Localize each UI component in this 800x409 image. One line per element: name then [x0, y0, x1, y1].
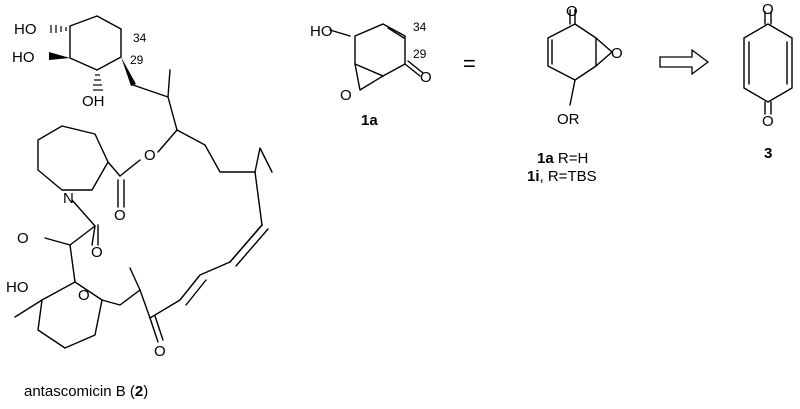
locant-29: 29: [130, 53, 144, 67]
equals-sign: =: [463, 51, 476, 76]
compound-number: 2: [135, 383, 143, 400]
atom-label-o: O: [762, 1, 774, 18]
compound-label-3: 3: [764, 145, 772, 162]
atom-label-o: O: [78, 287, 90, 304]
compound-label-1a: 1a: [361, 112, 378, 129]
atom-label-ho: HO: [14, 21, 37, 38]
atom-label-o: O: [17, 230, 29, 247]
hashed-bond: [50, 25, 67, 33]
compound-number-1i: 1i: [527, 168, 540, 185]
compound-label-1i-rtbs: 1i, R=TBS: [527, 168, 597, 185]
atom-label-o: O: [340, 87, 352, 104]
atom-label-ho: HO: [6, 279, 29, 296]
atom-label-or: OR: [557, 111, 580, 128]
locant-34: 34: [413, 20, 427, 34]
locant-29: 29: [413, 47, 427, 61]
compound-3-structure: [743, 11, 793, 115]
atom-label-ho: HO: [310, 23, 333, 40]
wedge-bond: [49, 52, 70, 60]
atom-label-o: O: [91, 244, 103, 261]
retrosynthesis-arrow: [659, 48, 710, 76]
locant-34: 34: [133, 31, 147, 45]
compound-1a-structure: [329, 23, 424, 91]
atom-label-o: O: [420, 69, 432, 86]
antascomicin-b-structure: [14, 15, 273, 349]
atom-label-o: O: [611, 45, 623, 62]
atom-label-o: O: [144, 147, 156, 164]
compound-name-text: antascomicin B: [24, 383, 126, 400]
atom-label-oh: OH: [82, 93, 105, 110]
atom-label-o: O: [566, 3, 578, 20]
substituent-text: R=H: [554, 150, 589, 167]
atom-label-n: N: [63, 190, 74, 207]
atom-label-o: O: [154, 343, 166, 360]
atom-label-o: O: [114, 207, 126, 224]
compound-name: antascomicin B (2): [24, 383, 148, 400]
atom-label-ho: HO: [12, 49, 35, 66]
substituent-text: , R=TBS: [540, 168, 597, 185]
hashed-bond: [93, 74, 103, 91]
compound-number-1a: 1a: [537, 150, 554, 167]
atom-label-o: O: [762, 113, 774, 130]
compound-1a-1i-structure: [547, 9, 613, 106]
wedge-bond: [121, 57, 136, 86]
compound-label-1a-rh: 1a R=H: [537, 150, 588, 167]
